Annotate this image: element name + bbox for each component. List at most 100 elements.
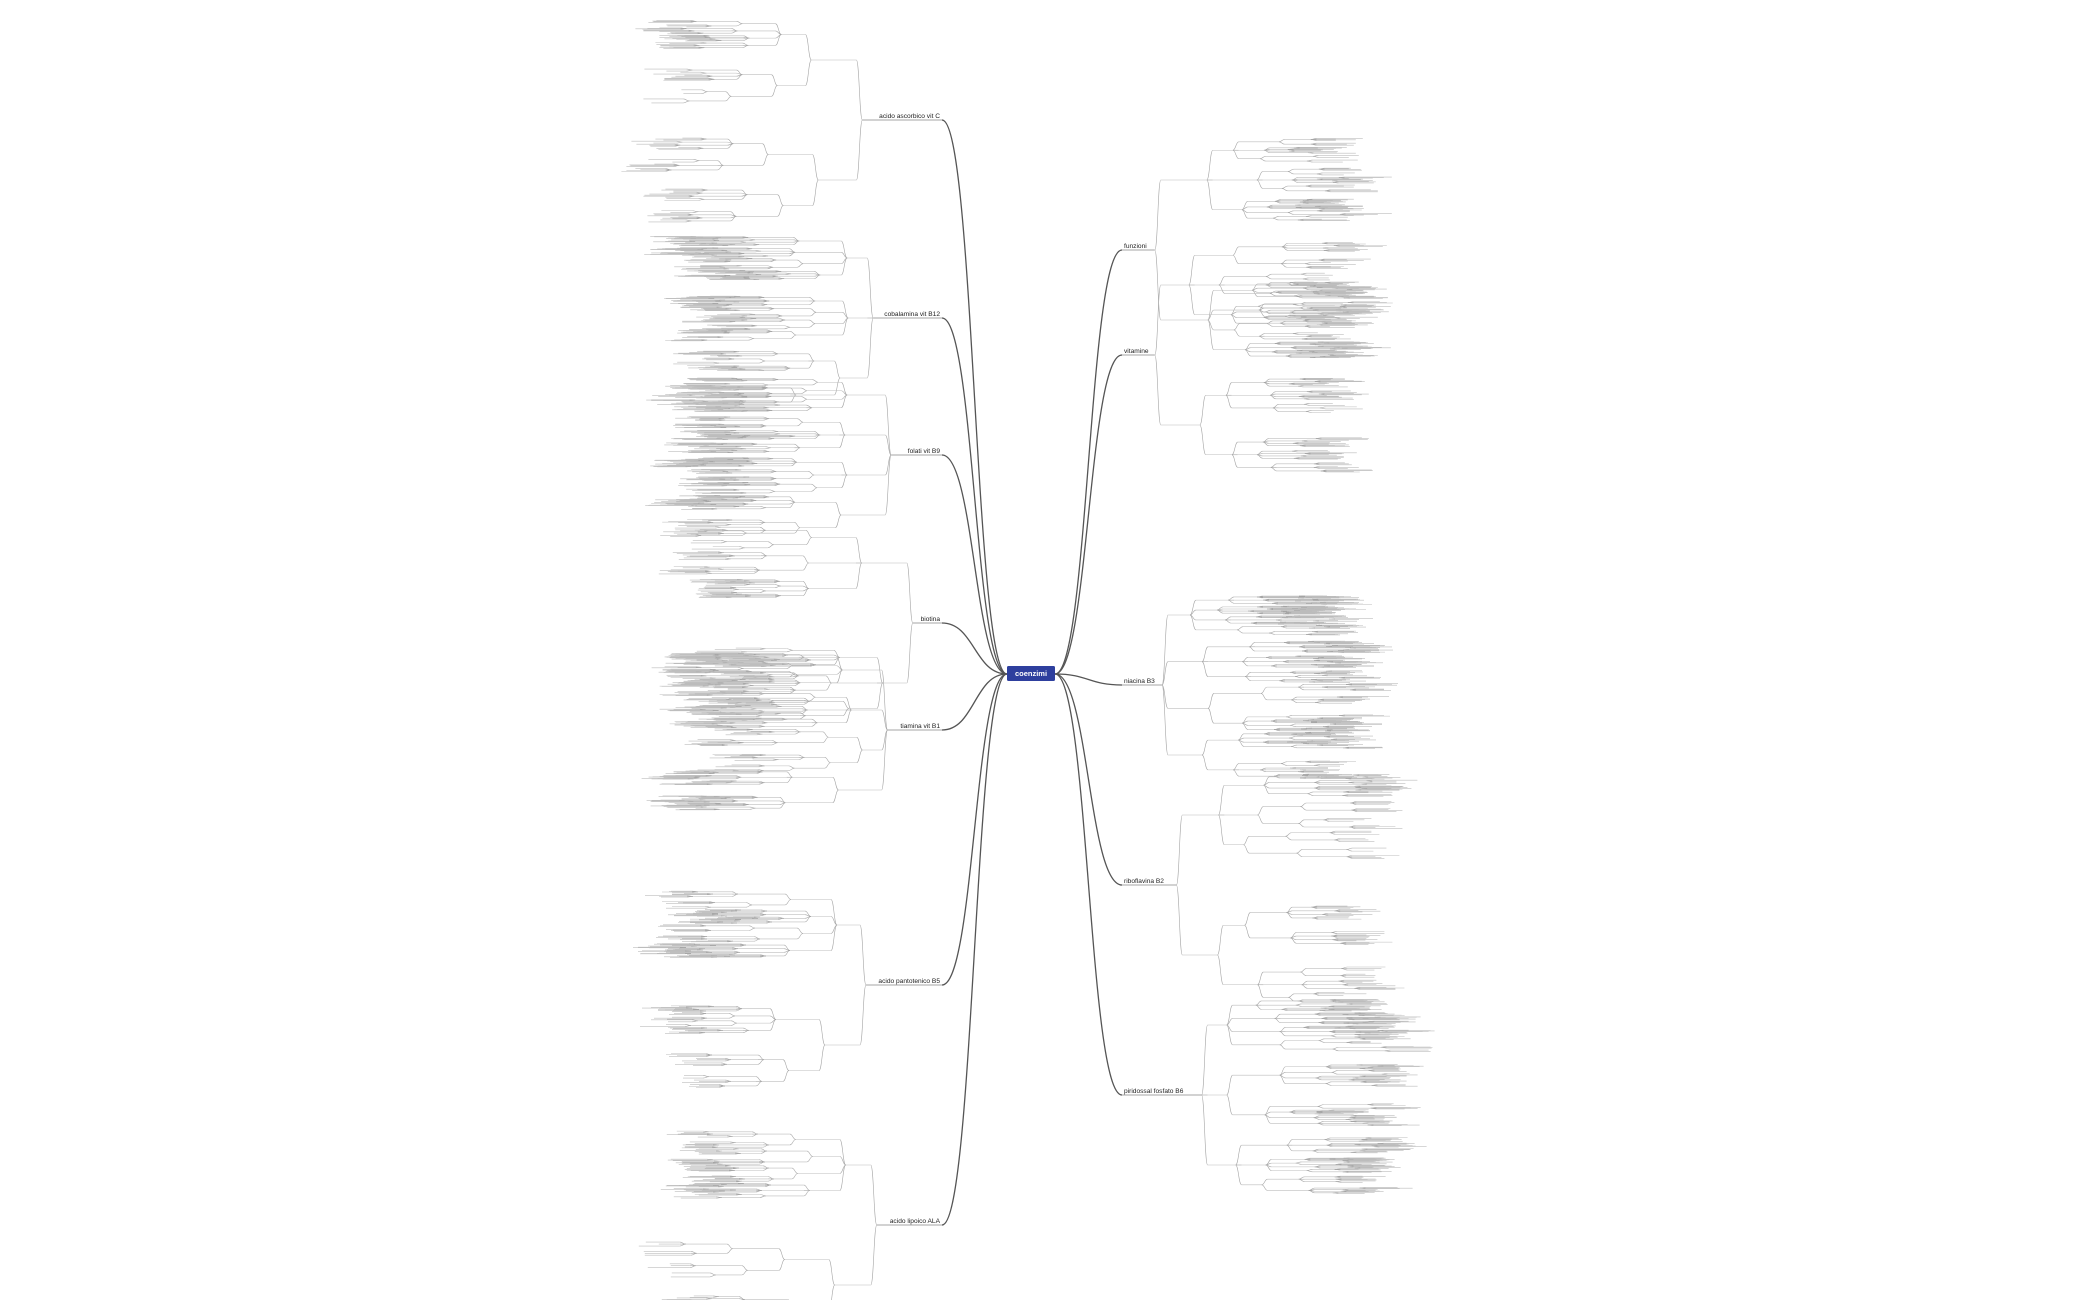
sub-connector [1332, 1046, 1339, 1050]
sub-connector [748, 338, 755, 341]
sub-connector [760, 552, 767, 557]
sub-connector [842, 300, 849, 319]
sub-connector [1321, 242, 1328, 245]
sub-connector [686, 69, 693, 72]
sub-connector [698, 1032, 706, 1034]
sub-connector [1322, 247, 1329, 250]
sub-connector [1264, 1111, 1271, 1116]
sub-connector [693, 160, 700, 163]
sub-connector [703, 566, 710, 569]
sub-connector [808, 353, 815, 362]
sub-connector [706, 75, 713, 78]
sub-connector [1248, 642, 1256, 648]
sub-connector [789, 1139, 796, 1146]
sub-connector [1315, 438, 1322, 440]
sub-connector [802, 588, 809, 597]
sub-connector [733, 952, 741, 954]
sub-connector [1285, 836, 1292, 841]
sub-connector [789, 501, 796, 508]
sub-connector [707, 522, 714, 524]
sub-connector [748, 927, 756, 931]
sub-connector [680, 28, 687, 30]
sub-connector [1176, 814, 1183, 886]
sub-connector [1272, 216, 1279, 219]
sub-connector [726, 519, 733, 521]
sub-connector [701, 91, 708, 94]
sub-connector [1265, 273, 1272, 277]
sub-connector [741, 1265, 748, 1271]
sub-connector [751, 1131, 758, 1135]
sub-connector [812, 154, 819, 181]
sub-connector [762, 143, 769, 155]
sub-connector [1279, 322, 1286, 326]
sub-connector [1324, 1139, 1331, 1142]
sub-connector [794, 731, 801, 735]
sub-connector [881, 669, 888, 731]
sub-connector [1243, 836, 1250, 846]
sub-connector [1236, 629, 1244, 634]
sub-connector [784, 899, 792, 906]
sub-connector [1263, 149, 1270, 153]
sub-connector [775, 271, 782, 273]
sub-connector [1300, 971, 1307, 976]
sub-connector [1335, 1164, 1342, 1166]
sub-connector [1265, 1162, 1272, 1166]
sub-connector [1348, 1079, 1355, 1081]
sub-connector [1255, 616, 1263, 618]
sub-connector [1259, 155, 1266, 159]
sub-connector [685, 220, 692, 223]
sub-connector [1361, 783, 1368, 786]
sub-connector [701, 89, 708, 93]
sub-connector [1314, 702, 1322, 704]
sub-connector [691, 891, 699, 893]
sub-connector [1188, 254, 1196, 286]
sub-connector [1281, 1009, 1288, 1011]
sub-connector [771, 85, 778, 97]
sub-connector [842, 708, 849, 717]
sub-connector [1233, 323, 1240, 331]
sub-connector [1227, 596, 1235, 601]
sub-connector [767, 1178, 774, 1182]
sub-connector [1206, 179, 1214, 211]
sub-connector [737, 742, 744, 744]
sub-connector [1288, 993, 1295, 998]
sub-connector [700, 936, 708, 938]
sub-connector [699, 1013, 707, 1015]
sub-connector [1354, 988, 1361, 990]
sub-connector [702, 1131, 709, 1133]
sub-connector [1301, 650, 1309, 653]
sub-connector [1315, 1077, 1322, 1081]
sub-connector [1313, 467, 1320, 469]
sub-connector [735, 776, 742, 780]
sub-connector [774, 483, 781, 486]
sub-connector [859, 984, 867, 1046]
sub-connector [801, 709, 808, 714]
sub-connector [786, 776, 793, 783]
branch-connector [941, 119, 1008, 675]
sub-connector [1322, 726, 1330, 728]
sub-connector [768, 731, 775, 733]
sub-connector [739, 944, 747, 947]
sub-connector [802, 585, 809, 589]
sub-connector [690, 1252, 697, 1256]
sub-connector [806, 1156, 813, 1163]
sub-connector [1317, 1106, 1324, 1109]
sub-connector [832, 789, 839, 804]
sub-connector [1262, 599, 1270, 602]
sub-connector [1262, 741, 1270, 744]
sub-connector [1331, 932, 1338, 934]
sub-connector [759, 955, 767, 958]
sub-connector [701, 189, 708, 192]
sub-connector [1266, 206, 1273, 210]
sub-connector [1250, 622, 1258, 625]
sub-connector [742, 1030, 750, 1033]
sub-connector [1318, 1022, 1325, 1025]
sub-connector [1325, 1083, 1332, 1086]
sub-connector [732, 589, 739, 591]
sub-connector [1292, 333, 1299, 335]
sub-connector [1235, 1144, 1242, 1166]
sub-connector [1332, 1192, 1339, 1194]
sub-connector [1226, 1004, 1233, 1026]
sub-connector [712, 1144, 719, 1146]
